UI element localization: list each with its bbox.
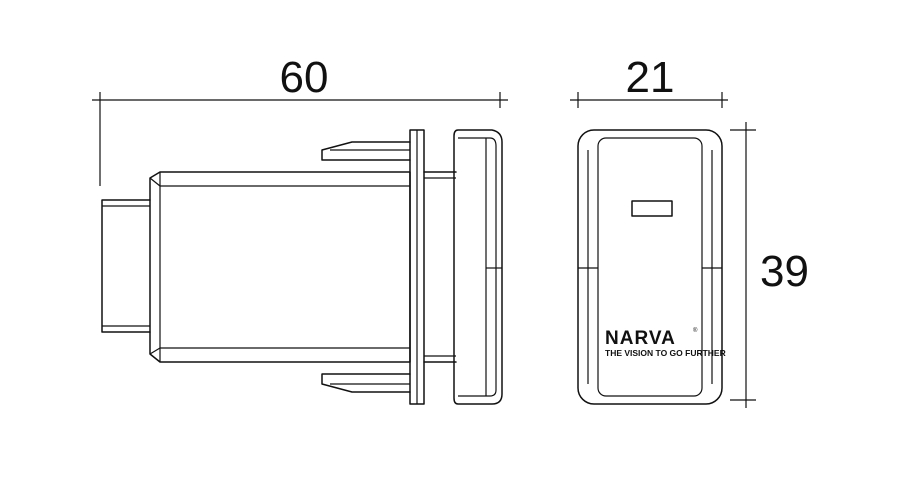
dimension-height-label: 39 bbox=[760, 247, 809, 296]
narva-registered-mark: ® bbox=[693, 327, 698, 334]
narva-logo: NARVA bbox=[605, 328, 676, 349]
switch-front-view: NARVA ® THE VISION TO GO FURTHER bbox=[577, 129, 726, 405]
front-bezel-side bbox=[453, 129, 503, 405]
bottom-retaining-clip bbox=[321, 373, 411, 393]
rear-connector bbox=[101, 199, 151, 333]
dimension-width-60: 60 bbox=[92, 53, 508, 186]
indicator-window bbox=[631, 200, 673, 217]
dimension-depth-label: 21 bbox=[626, 53, 675, 102]
bezel-neck bbox=[423, 171, 457, 363]
dimension-width-label: 60 bbox=[280, 53, 329, 102]
narva-tagline: THE VISION TO GO FURTHER bbox=[605, 348, 726, 358]
dimension-depth-21: 21 bbox=[570, 53, 728, 108]
front-bezel bbox=[577, 129, 723, 405]
top-retaining-clip bbox=[321, 141, 411, 161]
main-body bbox=[149, 171, 411, 363]
front-button-face bbox=[597, 137, 703, 397]
dimension-height-39: 39 bbox=[730, 122, 809, 408]
switch-side-view bbox=[101, 129, 503, 405]
